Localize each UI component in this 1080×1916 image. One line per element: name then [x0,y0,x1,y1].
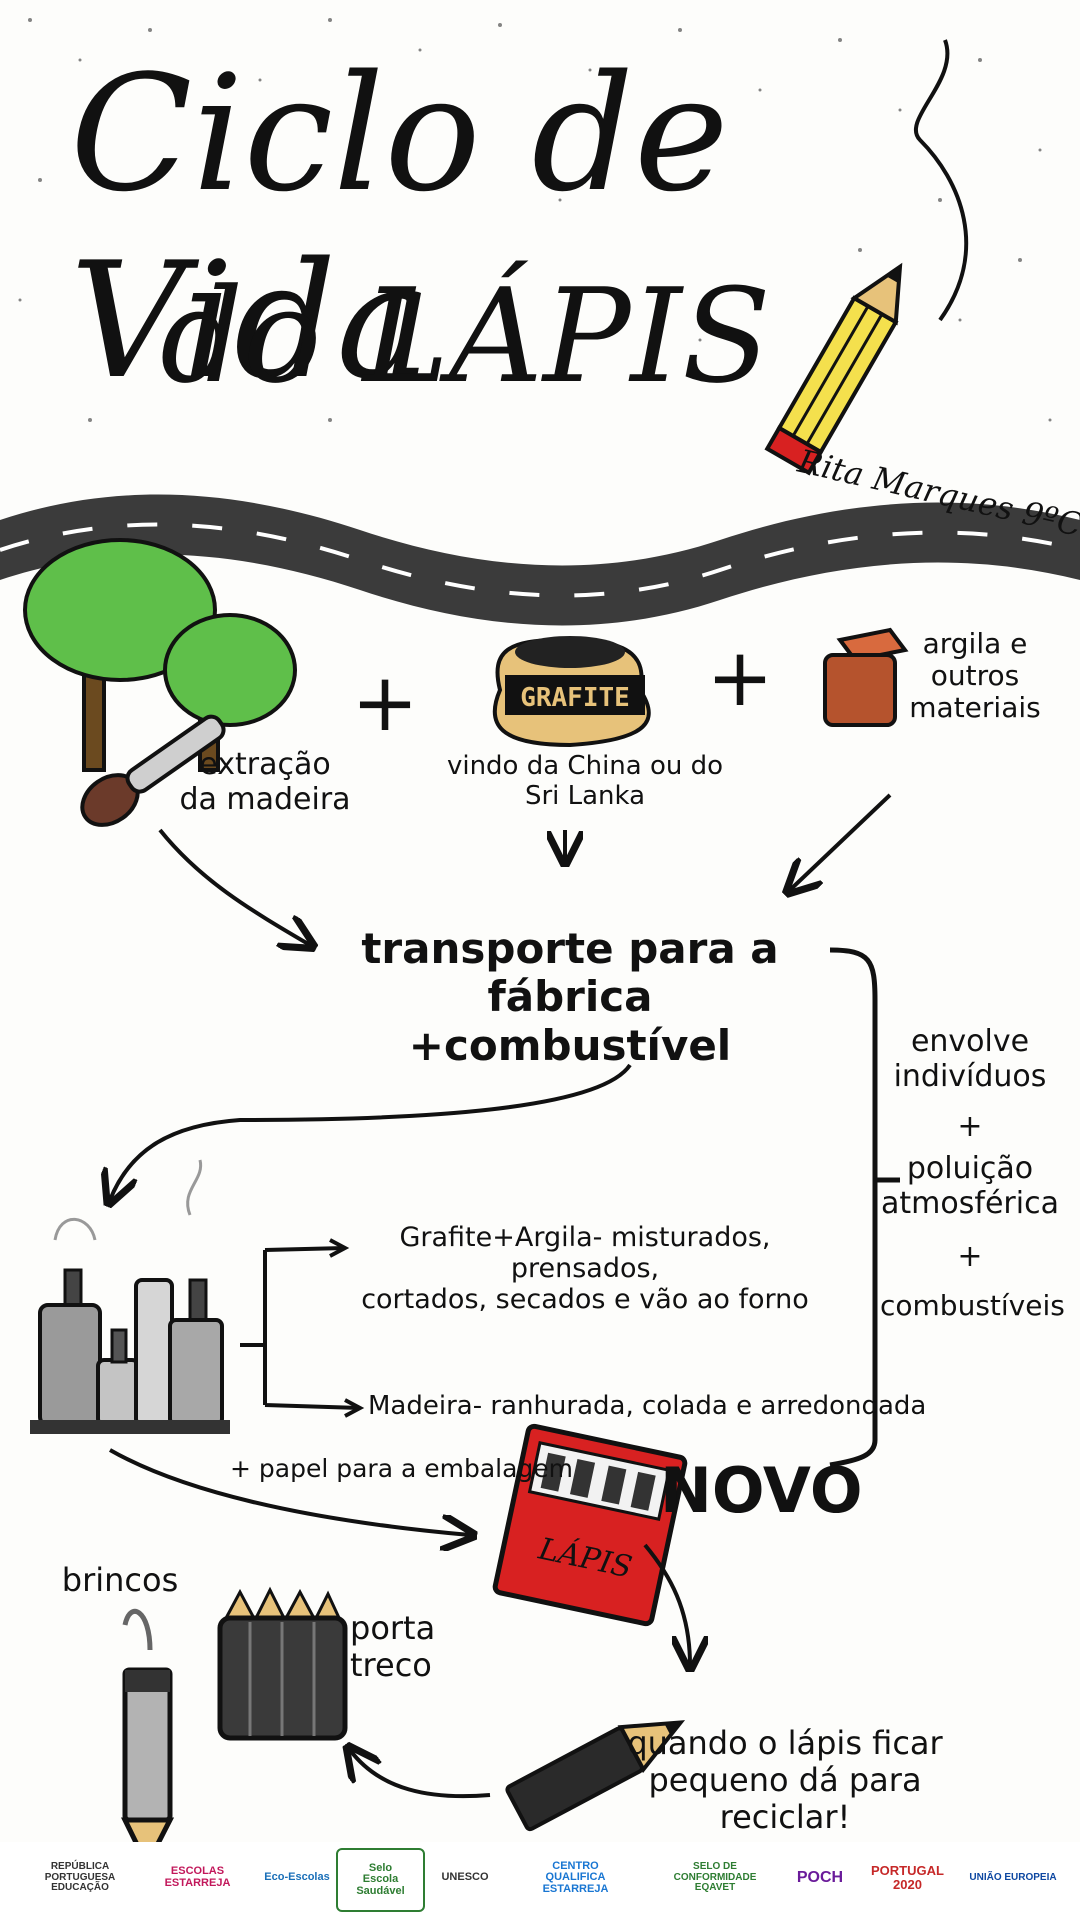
side-note-2: poluição atmosférica [881,1151,1059,1221]
logo-portugal2020: PORTUGAL 2020 [871,1863,944,1892]
side-bracket [829,947,878,1468]
side-note-1: envolve indivíduos [893,1024,1047,1094]
factory-branch-2: Madeira- ranhurada, colada e arredondada [368,1391,927,1421]
chainsaw-icon [80,714,226,827]
earrings-label: brincos [61,1561,179,1599]
plus-sign-2: + [706,631,773,724]
side-note-plus-2: + [957,1239,983,1274]
logo-poch: POCH [796,1868,844,1886]
title-line-2: do LÁPIS [160,260,771,412]
transport-label: transporte para a fábrica +combustível [361,924,779,1070]
title-scribble [913,39,969,322]
pencil-holder-icon [217,1586,348,1741]
small-pencil-icon [505,1720,686,1832]
arrow-box-to-pencil [643,1543,690,1665]
tree-icon [23,538,297,772]
road-stripes [0,522,1080,598]
speckle-texture [18,18,1052,422]
arrow-clay-to-transport [790,793,892,890]
factory-icon [30,1159,230,1434]
graphite-sack-icon [492,636,651,748]
new-label: NOVO [660,1454,863,1527]
title-line-1: Ciclo de Vida [70,40,729,414]
arrow-pencil-to-holder [350,1750,491,1799]
wood-label: extração da madeira [179,747,351,817]
arrow-transport-to-factory [110,1063,632,1200]
plus-sign-1: + [351,656,418,749]
clay-cube-icon [823,627,909,727]
arrow-wood-to-transport [158,828,310,945]
factory-branch-1: Grafite+Argila- misturados, prensados, c… [361,1222,809,1316]
logo-eqavet: SELO DE CONFORMIDADE EQAVET [673,1861,757,1894]
logo-qualifica: CENTRO QUALIFICA ESTARREJA [542,1859,609,1895]
title-pencil-icon [764,262,903,476]
factory-branch-lines [240,1246,361,1410]
side-note-plus-1: + [957,1109,983,1144]
sponsor-logo-bar: REPÚBLICA PORTUGUESA EDUCAÇÃO ESCOLAS ES… [0,1842,1080,1916]
arrow-factory-to-box [109,1448,470,1535]
side-note-3: combustíveis [880,1289,1065,1322]
holder-label: porta treco [350,1609,436,1684]
recycle-label: quando o lápis ficar pequeno dá para rec… [627,1724,943,1836]
earring-icon [120,1608,175,1871]
logo-republica: REPÚBLICA PORTUGUESA EDUCAÇÃO [44,1861,116,1894]
logo-estarreja: ESCOLAS ESTARREJA [164,1865,231,1889]
logo-unesco: UNESCO [441,1871,489,1884]
clay-label: argila e outros materiais [909,627,1041,725]
graphite-sack-label: GRAFITE [520,683,630,713]
logo-eco-escolas: Eco-Escolas [264,1871,330,1884]
packaging-label: + papel para a embalagem [230,1454,574,1483]
pencil-box-icon [492,1423,688,1627]
graphite-label: vindo da China ou do Sri Lanka [446,751,724,811]
logo-selo-escola: Selo Escola Saudável [336,1848,425,1912]
road [0,494,1080,626]
logo-eu: UNIÃO EUROPEIA [969,1871,1057,1883]
